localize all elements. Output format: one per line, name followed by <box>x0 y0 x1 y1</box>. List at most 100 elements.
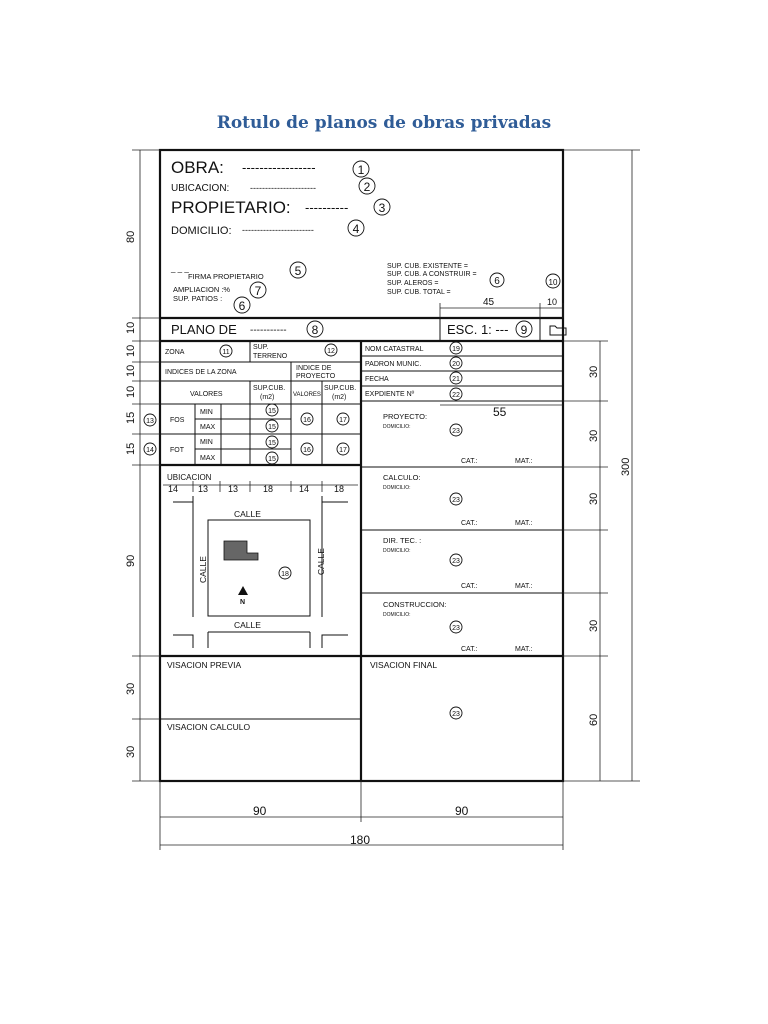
sup-cub-label-2: (m2) <box>260 394 274 401</box>
professional-mat: MAT.: <box>515 458 532 465</box>
marker: 12 <box>324 343 338 357</box>
marker: 10 <box>545 273 561 289</box>
sup-terreno-label-1: SUP. <box>253 344 268 351</box>
marker: 17 <box>336 412 350 426</box>
dim-45: 45 <box>483 297 495 308</box>
dim-left-15a: 15 <box>125 412 137 424</box>
svg-text:9: 9 <box>521 323 528 337</box>
marker: 9 <box>515 320 533 338</box>
marker: 16 <box>300 412 314 426</box>
marker: 21 <box>449 371 463 385</box>
dim-bottom-90a: 90 <box>253 804 267 818</box>
sup-construir-label: SUP. CUB. A CONSTRUIR = <box>387 271 477 278</box>
dim-right-30d: 30 <box>588 620 600 632</box>
marker: 6 <box>489 272 505 288</box>
marker: 23 <box>449 423 463 437</box>
svg-text:13: 13 <box>146 418 154 425</box>
indice-proyecto-label-1: INDICE DE <box>296 365 332 372</box>
visacion-previa-label: VISACION PREVIA <box>167 660 241 670</box>
marker: 11 <box>219 344 233 358</box>
marker: 15 <box>265 451 279 465</box>
escala-label: ESC. 1: --- <box>447 322 508 337</box>
dim-bottom-180: 180 <box>350 833 370 847</box>
plano-de-label: PLANO DE <box>171 322 237 337</box>
dim-left-80: 80 <box>125 231 137 243</box>
dim-left-10d: 10 <box>125 386 137 398</box>
svg-text:5: 5 <box>295 264 302 278</box>
fot-max-label: MAX <box>200 455 216 462</box>
loc-dim: 14 <box>299 484 309 494</box>
sup-cub-label-1: SUP.CUB. <box>253 385 285 392</box>
professional-cat: CAT.: <box>461 583 478 590</box>
sup-cub-b-label-2: (m2) <box>332 394 346 401</box>
professional-title: CONSTRUCCION: <box>383 600 446 609</box>
fecha-label: FECHA <box>365 376 389 383</box>
marker: 23 <box>449 706 463 720</box>
svg-text:3: 3 <box>379 201 386 215</box>
svg-text:12: 12 <box>327 348 335 355</box>
svg-text:10: 10 <box>549 278 558 287</box>
professional-dir-tec: DIR. TEC. : DOMICILIO: CAT.: MAT.: <box>383 536 532 590</box>
marker: 5 <box>289 261 307 279</box>
sup-existente-label: SUP. CUB. EXISTENTE = <box>387 263 468 270</box>
svg-text:15: 15 <box>268 440 276 447</box>
ubicacion-label: UBICACION: <box>171 183 229 194</box>
expdiente-label: EXPDIENTE Nº <box>365 391 415 398</box>
domicilio-label: DOMICILIO: <box>171 225 232 237</box>
loc-dim: 14 <box>168 484 178 494</box>
sup-aleros-label: SUP. ALEROS = <box>387 280 438 287</box>
professional-mat: MAT.: <box>515 646 532 653</box>
location-dims: 14 13 13 18 14 18 <box>168 484 344 494</box>
valores-label: VALORES <box>190 391 223 398</box>
dim-right-60: 60 <box>588 714 600 726</box>
marker: 15 <box>265 419 279 433</box>
svg-text:17: 17 <box>339 417 347 424</box>
dim-right-30c: 30 <box>588 493 600 505</box>
north-label: N <box>240 599 245 606</box>
marker: 4 <box>347 219 365 237</box>
dim-left-10a: 10 <box>125 322 137 334</box>
obra-dashes: ----------------- <box>242 160 316 175</box>
svg-text:4: 4 <box>353 222 360 236</box>
svg-text:1: 1 <box>358 163 365 177</box>
dim-left-15b: 15 <box>125 443 137 455</box>
marker: 2 <box>358 177 376 195</box>
marker: 22 <box>449 387 463 401</box>
svg-text:17: 17 <box>339 447 347 454</box>
dim-left-30b: 30 <box>125 746 137 758</box>
north-arrow-icon <box>238 586 248 595</box>
marker: 23 <box>449 492 463 506</box>
visacion-final-label: VISACION FINAL <box>370 660 437 670</box>
marker: 16 <box>300 442 314 456</box>
firma-dash: _ _ _ <box>170 264 189 273</box>
marker: 3 <box>373 198 391 216</box>
folder-icon <box>549 325 567 336</box>
svg-text:11: 11 <box>222 349 229 356</box>
professional-title: DIR. TEC. : <box>383 536 421 545</box>
svg-text:23: 23 <box>452 625 460 632</box>
nom-catastral-label: NOM CATASTRAL <box>365 346 424 353</box>
fos-max-label: MAX <box>200 424 216 431</box>
svg-text:15: 15 <box>268 424 276 431</box>
domicilio-dashes: ------------------------ <box>242 225 314 235</box>
dim-55: 55 <box>493 405 507 419</box>
street-top-label: CALLE <box>234 509 261 519</box>
svg-text:16: 16 <box>303 417 311 424</box>
ampliacion-label: AMPLIACION :% <box>173 285 230 294</box>
marker: 20 <box>449 356 463 370</box>
marker: 15 <box>265 403 279 417</box>
professional-calculo: CALCULO: DOMICILIO: CAT.: MAT.: <box>383 473 532 527</box>
svg-text:16: 16 <box>303 447 311 454</box>
marker: 23 <box>449 553 463 567</box>
indices-zona-label: INDICES DE LA ZONA <box>165 369 237 376</box>
loc-dim: 18 <box>263 484 273 494</box>
svg-text:15: 15 <box>268 408 276 415</box>
svg-text:15: 15 <box>268 456 276 463</box>
svg-text:6: 6 <box>239 299 246 313</box>
svg-text:2: 2 <box>364 180 371 194</box>
dim-10: 10 <box>547 297 557 307</box>
professional-cat: CAT.: <box>461 646 478 653</box>
dim-left-90: 90 <box>125 555 137 567</box>
sup-total-label: SUP. CUB. TOTAL = <box>387 289 451 296</box>
